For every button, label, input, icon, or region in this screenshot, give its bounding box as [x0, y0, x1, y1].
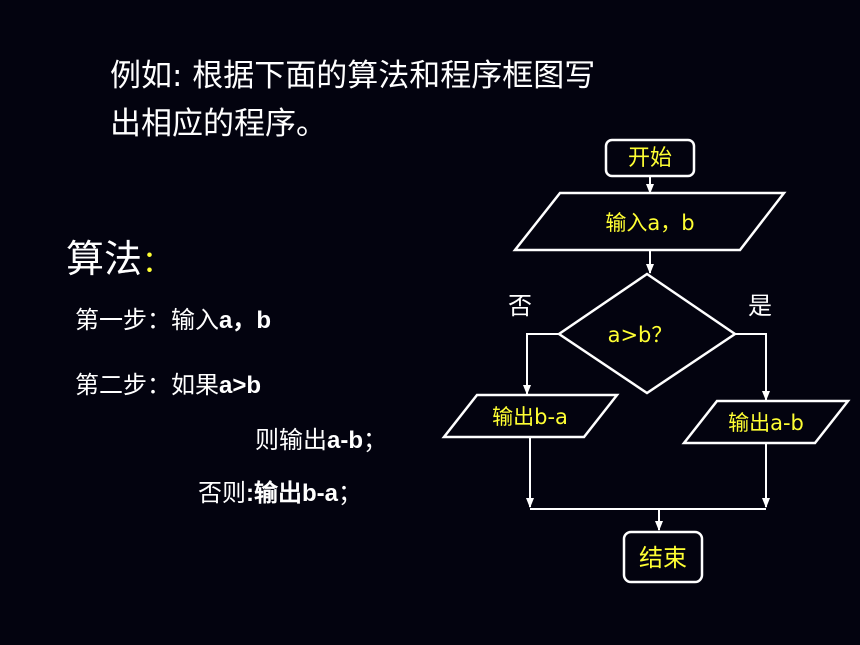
algorithm-title-text: 算法 — [66, 237, 143, 281]
connector-no-branch — [523, 333, 559, 395]
step-2-then-suffix: ； — [363, 426, 387, 454]
input-node — [512, 191, 787, 252]
step-2-else-expr: b-a — [302, 480, 338, 507]
yes-branch-label: 是 — [748, 292, 772, 320]
step-2-else-suffix: ； — [338, 479, 362, 507]
output-no-node — [441, 393, 620, 439]
step-1-prefix: 第一步：输入 — [75, 306, 219, 334]
end-label: 结束 — [639, 544, 687, 572]
algorithm-title-colon: ： — [142, 245, 173, 280]
algorithm-step-2-then: 则输出a-b； — [255, 420, 387, 455]
output-yes-node — [681, 399, 851, 445]
algorithm-step-2-else: 否则:输出b-a； — [198, 473, 362, 508]
step-2-then-prefix: 则输出 — [255, 426, 327, 454]
decision-label: a>b？ — [608, 323, 673, 347]
algorithm-step-1: 第一步：输入a，b — [75, 300, 271, 335]
algorithm-title: 算法： — [66, 228, 172, 283]
step-2-then-expr: a-b — [327, 427, 363, 454]
connector-yes-branch — [735, 333, 770, 401]
decision-node — [556, 272, 738, 395]
no-branch-label: 否 — [508, 292, 532, 320]
step-1-vars: a，b — [219, 307, 272, 334]
step-2-condition: a>b — [219, 372, 262, 399]
start-label: 开始 — [628, 146, 672, 171]
step-2-prefix: 第二步：如果 — [75, 371, 219, 399]
intro-line-1: 例如: 根据下面的算法和程序框图写 — [110, 58, 596, 94]
algorithm-step-2: 第二步：如果a>b — [75, 365, 261, 400]
end-node — [622, 530, 704, 584]
intro-line-2: 出相应的程序。 — [110, 106, 327, 142]
step-2-else-prefix: 否则 — [198, 479, 246, 507]
step-2-else-rest: :输出 — [246, 480, 302, 507]
input-label: 输入a，b — [605, 211, 694, 235]
output-no-label: 输出b-a — [492, 405, 568, 429]
output-yes-label: 输出a-b — [728, 411, 804, 435]
